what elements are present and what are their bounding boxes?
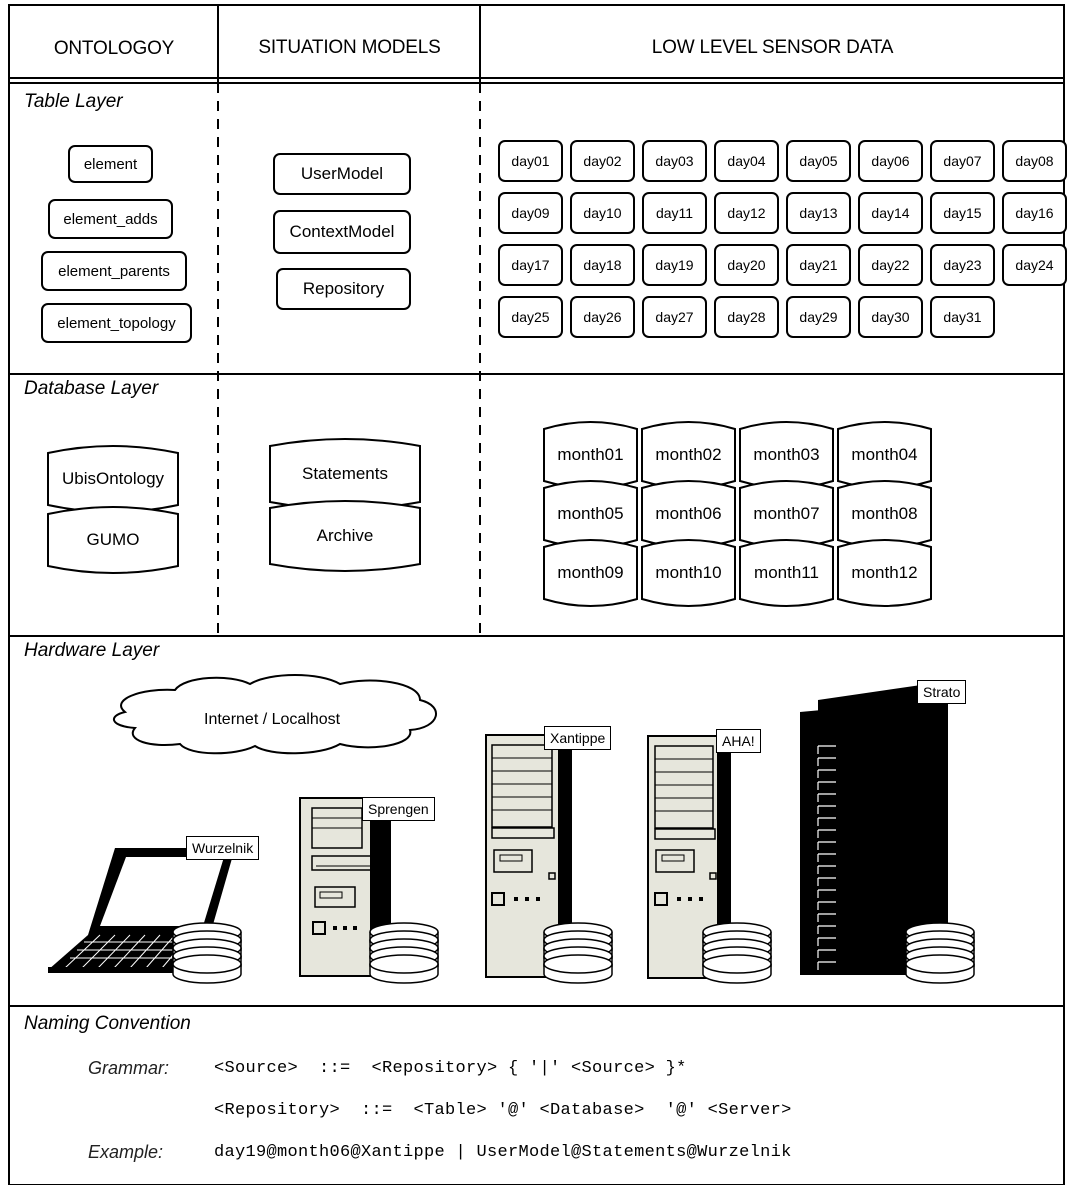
server-label-strato: Strato <box>917 680 967 704</box>
day-table: day03 <box>642 140 707 182</box>
disk-stack-icon <box>905 922 975 984</box>
example-source: day19@month06@Xantippe | UserModel@State… <box>214 1143 792 1162</box>
database-cylinder <box>269 500 421 572</box>
day-table: day06 <box>858 140 923 182</box>
ontology-table: element_parents <box>41 251 187 291</box>
day-table: day24 <box>1002 244 1067 286</box>
day-table: day23 <box>930 244 995 286</box>
day-table: day21 <box>786 244 851 286</box>
database-label: GUMO <box>86 530 140 549</box>
day-table: day16 <box>1002 192 1067 234</box>
server-label-aha: AHA! <box>716 729 761 753</box>
database-label: month11 <box>754 563 819 582</box>
database-cylinder <box>641 539 736 607</box>
situation-table: ContextModel <box>273 210 411 254</box>
day-table: day05 <box>786 140 851 182</box>
strato-rack-icon <box>800 684 948 975</box>
database-cylinder <box>47 506 179 574</box>
database-label: month06 <box>655 504 722 523</box>
example-label: Example: <box>88 1142 164 1162</box>
situation-table: UserModel <box>273 153 411 195</box>
database-label: month04 <box>851 445 918 464</box>
column-header-sensor-data: LOW LEVEL SENSOR DATA <box>651 37 894 58</box>
day-table: day08 <box>1002 140 1067 182</box>
day-table: day01 <box>498 140 563 182</box>
day-table: day14 <box>858 192 923 234</box>
disk-stack-icon <box>172 922 242 984</box>
database-label: month09 <box>557 563 624 582</box>
database-label: UbisOntology <box>61 469 165 488</box>
situation-table: Repository <box>276 268 411 310</box>
day-table: day31 <box>930 296 995 338</box>
day-table: day25 <box>498 296 563 338</box>
ontology-table: element <box>68 145 153 183</box>
disk-stack-icon <box>543 922 613 984</box>
day-table: day02 <box>570 140 635 182</box>
naming-convention-title: Naming Convention <box>24 1013 191 1034</box>
database-label: month03 <box>753 445 820 464</box>
database-label: month10 <box>655 563 722 582</box>
database-label: month07 <box>753 504 820 523</box>
day-table: day22 <box>858 244 923 286</box>
day-table: day12 <box>714 192 779 234</box>
database-label: month02 <box>655 445 722 464</box>
day-table: day04 <box>714 140 779 182</box>
disk-stack-icon <box>369 922 439 984</box>
day-table: day11 <box>642 192 707 234</box>
hardware-layer-title: Hardware Layer <box>24 640 160 661</box>
grammar-line-1: <Source> ::= <Repository> { '|' <Source>… <box>214 1059 687 1078</box>
ontology-table: element_adds <box>48 199 173 239</box>
cloud-label: Internet / Localhost <box>204 711 341 728</box>
day-table: day13 <box>786 192 851 234</box>
server-label-sprengen: Sprengen <box>362 797 435 821</box>
day-table: day15 <box>930 192 995 234</box>
day-table: day07 <box>930 140 995 182</box>
server-label-xantippe: Xantippe <box>544 726 612 750</box>
ontology-table: element_topology <box>41 303 192 343</box>
database-cylinder <box>543 539 638 607</box>
disk-stack-icon <box>702 922 772 984</box>
column-header-ontology: ONTOLOGOY <box>53 38 175 59</box>
column-header-situation-models: SITUATION MODELS <box>258 37 441 58</box>
day-table: day09 <box>498 192 563 234</box>
database-label: month05 <box>557 504 624 523</box>
day-table: day19 <box>642 244 707 286</box>
day-table: day18 <box>570 244 635 286</box>
database-label: Statements <box>302 464 388 483</box>
laptop-icon <box>48 848 235 973</box>
database-label: month12 <box>851 563 918 582</box>
database-label: month08 <box>851 504 918 523</box>
database-label: Archive <box>316 526 374 545</box>
grammar-line-2: <Repository> ::= <Table> '@' <Database> … <box>214 1101 792 1120</box>
day-table: day27 <box>642 296 707 338</box>
grammar-label: Grammar: <box>88 1058 169 1078</box>
day-table: day17 <box>498 244 563 286</box>
database-label: month01 <box>557 445 624 464</box>
server-label-wurzelnik: Wurzelnik <box>186 836 260 860</box>
database-cylinder <box>837 539 932 607</box>
day-table: day10 <box>570 192 635 234</box>
day-table: day26 <box>570 296 635 338</box>
cloud-icon <box>113 674 437 755</box>
day-table: day30 <box>858 296 923 338</box>
table-layer-title: Table Layer <box>24 91 123 112</box>
xantippe-server-icon <box>485 734 572 978</box>
database-cylinder <box>739 539 834 607</box>
disk-stacks <box>172 922 975 984</box>
day-table: day28 <box>714 296 779 338</box>
day-table: day20 <box>714 244 779 286</box>
day-table: day29 <box>786 296 851 338</box>
database-layer-title: Database Layer <box>24 378 159 399</box>
